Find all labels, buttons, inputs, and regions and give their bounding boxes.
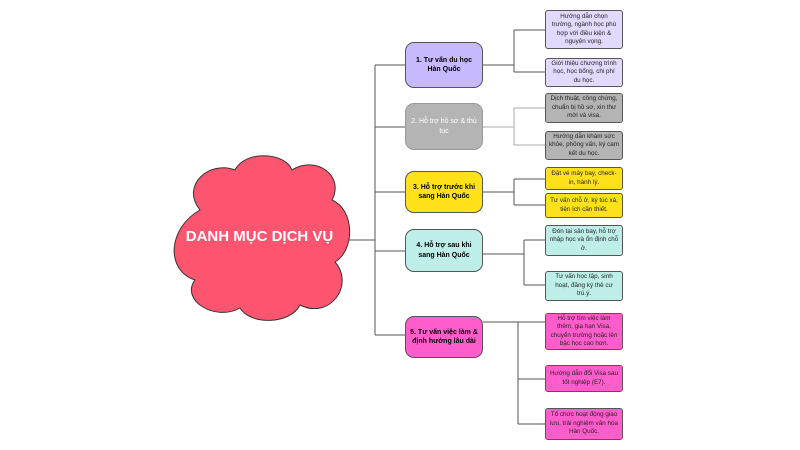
leaf-item[interactable]: Tư vấn chỗ ở, ký túc xá, tiện ích cần th…	[545, 193, 623, 218]
branch-pre-departure[interactable]: 3. Hỗ trợ trước khi sang Hàn Quốc	[405, 171, 483, 213]
branch-career[interactable]: 5. Tư vấn việc làm & định hướng lâu dài	[405, 316, 483, 358]
leaf-item[interactable]: Tổ chức hoạt động giao lưu, trải nghiệm …	[545, 408, 623, 440]
leaf-item[interactable]: Đặt vé máy bay, check-in, hành lý.	[545, 167, 623, 190]
leaf-item[interactable]: Tư vấn học tập, sinh hoạt, đăng ký thẻ c…	[545, 271, 623, 301]
leaf-item[interactable]: Đón tại sân bay, hỗ trợ nhập học và ổn đ…	[545, 225, 623, 256]
branch-documents[interactable]: 2. Hỗ trợ hồ sơ & thủ tục	[405, 103, 483, 150]
leaf-item[interactable]: Hướng dẫn chọn trường, ngành học phù hợp…	[545, 10, 623, 49]
branch-post-arrival[interactable]: 4. Hỗ trợ sau khi sang Hàn Quốc	[405, 229, 483, 272]
leaf-item[interactable]: Dịch thuật, công chứng, chuẩn bị hồ sơ, …	[545, 93, 623, 123]
leaf-item[interactable]: Hỗ trợ tìm việc làm thêm, gia hạn Visa, …	[545, 313, 623, 350]
root-label: DANH MỤC DỊCH VỤ	[185, 228, 334, 245]
leaf-item[interactable]: Hướng dẫn khám sức khỏe, phỏng vấn, ký c…	[545, 131, 623, 160]
root-cloud	[173, 155, 351, 321]
leaf-item[interactable]: Hướng dẫn đổi Visa sau tốt nghiệp (E7).	[545, 365, 623, 392]
branch-study-consulting[interactable]: 1. Tư vấn du học Hàn Quốc	[405, 42, 483, 88]
leaf-item[interactable]: Giới thiệu chương trình học, học bổng, c…	[545, 58, 623, 87]
